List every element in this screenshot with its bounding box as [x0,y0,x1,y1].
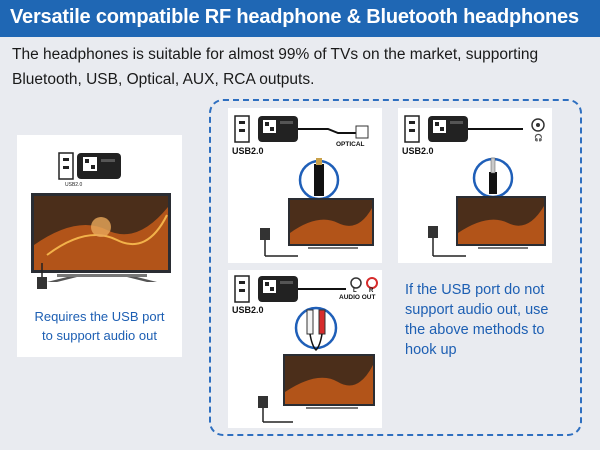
banner-title: Versatile compatible RF headphone & Blue… [10,6,579,28]
usb-caption-line-1: Requires the USB port [34,309,165,324]
tv-icon [456,196,546,249]
usb-label: USB2.0 [232,146,264,156]
usb-plug-icon [428,226,466,257]
headphone-icon: 🎧 [534,133,543,142]
usb-plug-icon [258,396,293,423]
cable-line [298,128,356,134]
tv-icon [31,193,171,282]
usb-port-icon [58,152,74,180]
transmitter-dongle-icon [258,276,298,302]
aux-panel: 🎧 [398,108,552,263]
usb-label: USB2.0 [65,182,82,188]
audio-out-label: AUDIO OUT [339,294,376,301]
optical-port-icon [355,125,369,139]
aux-illustration: 🎧 [404,115,546,257]
usb-caption-line-2: to support audio out [42,328,157,343]
usb-direct-panel: USB2.0 Requires the USB port to support … [17,135,182,357]
description: The headphones is suitable for almost 99… [12,42,597,92]
note-line-4: hook up [405,342,457,358]
alternative-methods-frame [209,99,582,436]
rca-panel: USB2.0 L R AUDIO OUT [228,270,382,428]
usb-port-icon [234,275,250,303]
optical-illustration [234,115,374,257]
usb-label: USB2.0 [232,305,264,315]
aux-usb-label: USB2.0 [402,146,434,156]
usb-plug-icon [37,263,47,289]
note-line-3: the above methods to [405,322,545,338]
rca-red-port-icon [366,277,378,289]
tv-icon [283,354,375,409]
usb-direct-illustration: USB2.0 [31,152,171,289]
usb-caption: Requires the USB port to support audio o… [23,307,176,345]
rca-white-port-icon [350,277,362,289]
description-line-1: The headphones is suitable for almost 99… [12,46,539,63]
transmitter-dongle-icon [77,153,121,179]
optical-label: OPTICAL [336,141,365,148]
usb-plug-icon [260,228,298,257]
title-banner: Versatile compatible RF headphone & Blue… [0,0,600,37]
optical-plug-icon [314,164,324,196]
note-line-2: support audio out, use [405,302,549,318]
transmitter-dongle-icon [258,116,298,142]
usb-port-icon [404,115,420,143]
rca-plug-zoom-icon [294,306,338,350]
hookup-note: If the USB port do not support audio out… [405,280,580,360]
tv-icon [288,198,374,249]
transmitter-dongle-icon [428,116,468,142]
rca-l-label: L [353,288,357,294]
optical-panel: USB2.0 OPTICAL [228,108,382,263]
description-line-2: Bluetooth, USB, Optical, AUX, RCA output… [12,71,315,88]
usb-port-icon [234,115,250,143]
note-line-1: If the USB port do not [405,282,545,298]
rca-illustration [234,275,378,423]
rca-r-label: R [369,288,374,294]
